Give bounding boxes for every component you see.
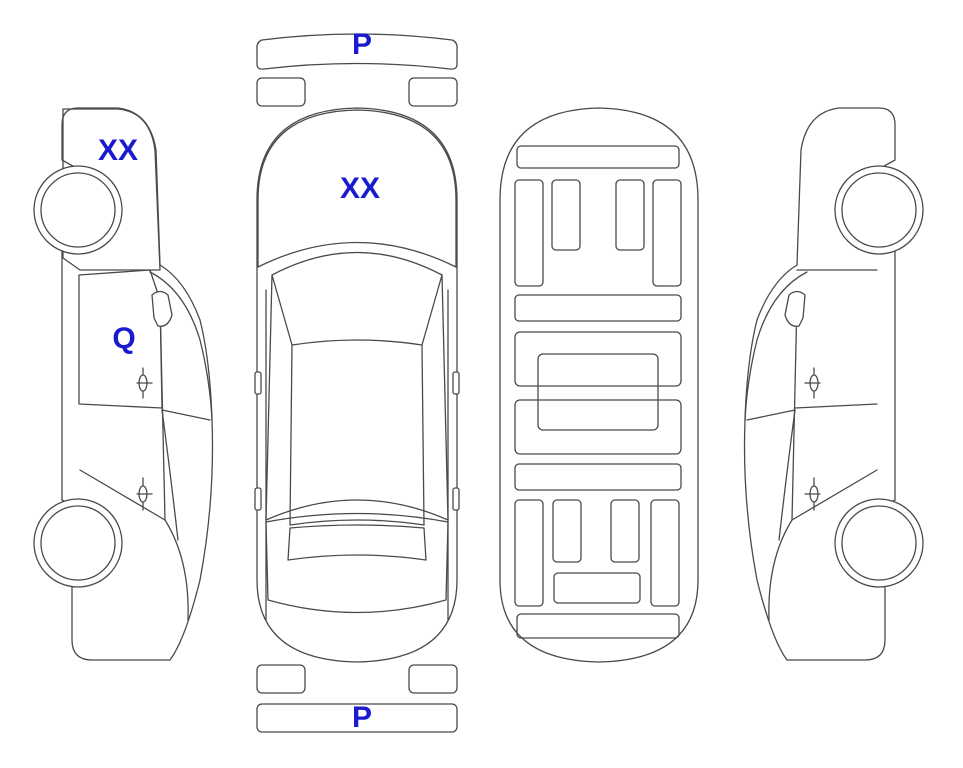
rear-bumper-panel[interactable] xyxy=(256,703,458,733)
top-rear-window xyxy=(265,512,449,614)
car-left-side-view xyxy=(33,107,214,661)
front-right-light xyxy=(408,77,458,107)
front-bumper-panel[interactable] xyxy=(256,33,458,70)
top-windshield-label: XX xyxy=(340,172,380,205)
front-left-light xyxy=(256,77,306,107)
left-front-wheel xyxy=(33,165,123,255)
left-door-label: Q xyxy=(112,322,135,355)
front-bumper-label: P xyxy=(352,28,372,61)
left-rear-wheel xyxy=(33,498,123,588)
top-body-outline xyxy=(256,107,458,663)
car-top-view xyxy=(254,33,460,733)
car-right-side-view xyxy=(743,107,924,661)
car-underside-view xyxy=(499,107,699,663)
rear-left-light xyxy=(256,664,306,694)
left-windshield-panel[interactable] xyxy=(62,108,161,271)
left-front-door-handle xyxy=(136,367,153,399)
rear-right-light xyxy=(408,664,458,694)
left-rear-door-handle xyxy=(136,477,153,511)
rear-bumper-label: P xyxy=(352,701,372,734)
left-windshield-label: XX xyxy=(98,134,138,167)
underside-outline xyxy=(499,107,699,663)
top-roof-inner xyxy=(289,339,425,526)
left-mirror xyxy=(151,290,173,327)
top-windshield-panel[interactable] xyxy=(257,109,457,268)
